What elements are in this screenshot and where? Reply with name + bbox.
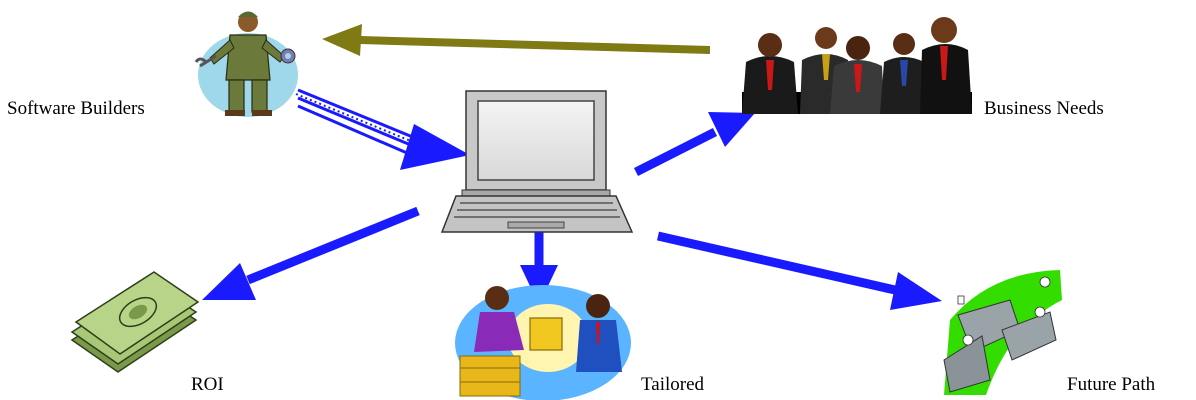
arrow-business-to-builders <box>322 24 711 56</box>
group-of-businessmen-icon <box>742 17 972 114</box>
mechanic-with-wrenches-icon <box>194 11 298 117</box>
arrow-laptop-to-future <box>657 231 942 310</box>
stack-of-money-icon <box>70 271 200 373</box>
label-roi: ROI <box>191 374 224 395</box>
arrow-builders-to-laptop <box>295 88 470 170</box>
label-future-path: Future Path <box>1067 374 1156 395</box>
people-on-diverging-paths-icon <box>943 270 1062 395</box>
label-business-needs: Business Needs <box>984 98 1104 119</box>
label-tailored: Tailored <box>641 374 705 395</box>
business-handshake-with-cube-icon <box>455 285 631 400</box>
arrow-laptop-to-roi <box>202 206 420 300</box>
arrow-laptop-to-business <box>633 112 755 177</box>
label-software-builders: Software Builders <box>7 98 145 119</box>
laptop-computer-icon <box>440 90 634 233</box>
